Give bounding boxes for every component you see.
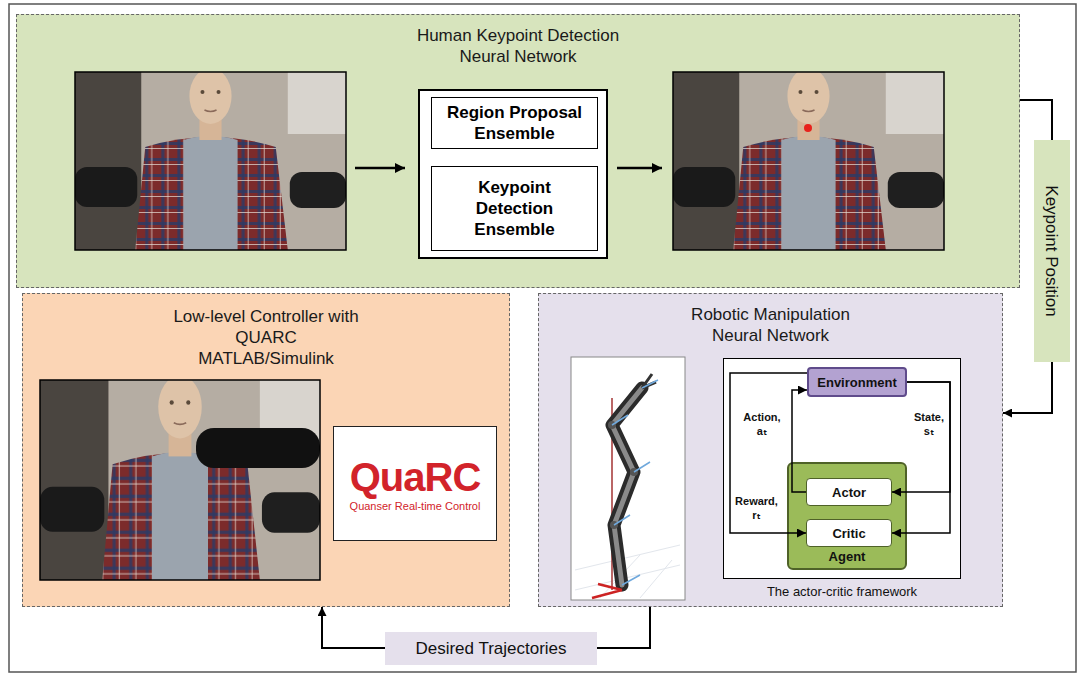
ensemble-box: Region Proposal Ensemble bbox=[431, 97, 598, 149]
box-label: Critic bbox=[832, 526, 865, 541]
edge-label: State, sₜ bbox=[911, 410, 947, 438]
panel-title: Low-level Controller with QUARC MATLAB/S… bbox=[166, 306, 366, 369]
connector-arrow bbox=[730, 373, 807, 533]
logo-wordmark: QuaRC bbox=[350, 455, 481, 499]
robot-arm-highlight bbox=[612, 388, 642, 585]
edge-label: Action, aₜ bbox=[739, 410, 785, 438]
edge-label: Reward, rₜ bbox=[733, 494, 780, 522]
photo-frame bbox=[75, 72, 346, 250]
edge-label-box: Action, aₜ bbox=[739, 410, 785, 438]
base-axes bbox=[592, 584, 622, 598]
caption-holder: The actor-critic framework bbox=[724, 584, 960, 600]
panel-title: Human Keypoint Detection Neural Network bbox=[411, 25, 626, 67]
edge-label: Keypoint Position bbox=[1042, 185, 1063, 316]
environment-box: Environment bbox=[807, 367, 907, 397]
edge-label-box: State, sₜ bbox=[911, 410, 947, 438]
outer-border bbox=[9, 4, 1076, 672]
flow-arrow bbox=[355, 167, 405, 170]
framework-box: The actor-critic frameworkEnvironmentAge… bbox=[723, 358, 961, 579]
joint-axes bbox=[612, 380, 658, 585]
edge-label: Desired Trajectories bbox=[415, 638, 566, 659]
logo-box: QuaRCQuanser Real-time Control bbox=[333, 426, 497, 541]
edge-label-box: Reward, rₜ bbox=[733, 494, 780, 522]
connector-arrow bbox=[892, 382, 950, 533]
camera-photo bbox=[673, 68, 944, 250]
logo-tagline: Quanser Real-time Control bbox=[350, 499, 481, 513]
panel-title: Robotic Manipulation Neural Network bbox=[671, 304, 871, 346]
agent-box: Agent ActorCritic bbox=[787, 462, 907, 570]
keypoint-dot bbox=[804, 124, 812, 132]
connector-arrow bbox=[792, 390, 807, 492]
box-label: Region Proposal Ensemble bbox=[440, 102, 589, 144]
floor-grid bbox=[575, 545, 680, 598]
camera-photo bbox=[40, 376, 320, 580]
box-label: Agent bbox=[829, 549, 866, 564]
box-label: Environment bbox=[817, 375, 896, 390]
robot-arm-links bbox=[612, 388, 642, 585]
photo-frame bbox=[40, 380, 320, 580]
edge-label-box: Desired Trajectories bbox=[385, 632, 597, 665]
actor-box: Actor bbox=[806, 478, 892, 506]
caption: The actor-critic framework bbox=[724, 584, 960, 600]
robot-arm-view bbox=[571, 357, 685, 600]
gripper bbox=[642, 374, 656, 388]
end-effector bbox=[196, 428, 320, 468]
critic-box: Critic bbox=[806, 519, 892, 547]
flow-arrow bbox=[617, 167, 662, 170]
ensemble-box: Keypoint Detection Ensemble bbox=[431, 166, 598, 251]
edge-label-box: Keypoint Position bbox=[1034, 140, 1070, 362]
box-label: Keypoint Detection Ensemble bbox=[440, 177, 589, 240]
connector-arrow bbox=[892, 382, 950, 492]
photo-frame bbox=[673, 72, 944, 250]
box-label: Actor bbox=[832, 485, 866, 500]
camera-photo bbox=[75, 68, 346, 250]
